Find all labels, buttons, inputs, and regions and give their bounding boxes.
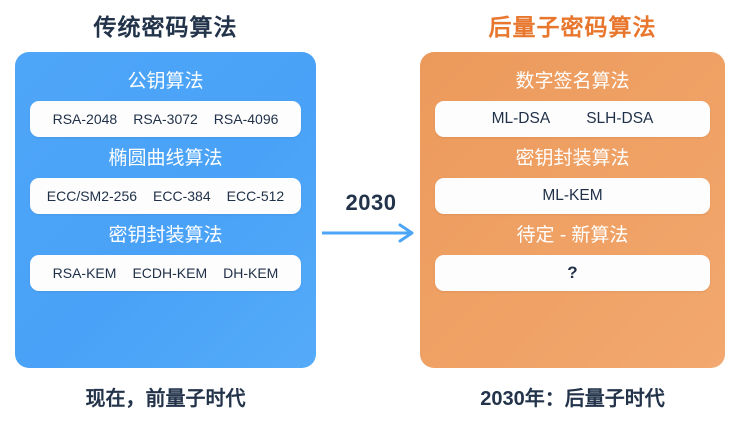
group-heading-kem-legacy: 密钥封装算法 [108,225,223,246]
group-heading-digital-signature: 数字签名算法 [515,71,630,92]
algorithm-chip: RSA-2048 [52,111,118,127]
legacy-column-title: 传统密码算法 [93,14,238,40]
legacy-algorithms-panel: 公钥算法 RSA-2048 RSA-3072 RSA-4096 椭圆曲线算法 E… [15,52,316,368]
algorithm-chip: SLH-DSA [586,110,654,127]
algorithm-chip: ML-DSA [491,110,551,127]
group-heading-elliptic-curve: 椭圆曲线算法 [108,148,223,169]
algorithm-pill-public-key: RSA-2048 RSA-3072 RSA-4096 [30,101,301,137]
algorithm-pill-kem-pqc: ML-KEM [435,178,710,214]
algorithm-chip: ECDH-KEM [132,265,208,281]
algorithm-chip: RSA-KEM [52,265,117,281]
algorithm-pill-kem-legacy: RSA-KEM ECDH-KEM DH-KEM [30,255,301,291]
arrow-right-icon [322,223,414,243]
algorithm-chip: ECC/SM2-256 [46,188,138,204]
pqc-algorithms-panel: 数字签名算法 ML-DSA SLH-DSA 密钥封装算法 ML-KEM 待定 -… [420,52,725,368]
algorithm-pill-digital-signature: ML-DSA SLH-DSA [435,101,710,137]
group-heading-kem-pqc: 密钥封装算法 [515,148,630,169]
algorithm-chip: ECC-512 [226,188,285,204]
algorithm-chip: RSA-3072 [133,111,198,127]
pqc-era-caption: 2030年：后量子时代 [480,388,665,410]
algorithm-chip: RSA-4096 [213,111,279,127]
algorithm-chip-unknown: ? [567,263,578,282]
algorithm-chip: ECC-384 [153,188,211,204]
algorithm-chip: ML-KEM [542,187,603,204]
legacy-era-caption: 现在，前量子时代 [85,388,246,410]
group-heading-public-key: 公钥算法 [127,71,204,92]
algorithm-pill-elliptic-curve: ECC/SM2-256 ECC-384 ECC-512 [30,178,301,214]
group-heading-pending-new: 待定 - 新算法 [516,225,629,246]
transition-year-label: 2030 [345,190,397,215]
pqc-column-title: 后量子密码算法 [488,14,657,40]
transition-arrow-group: 2030 [322,190,420,250]
algorithm-pill-pending-new: ? [435,255,710,291]
algorithm-chip: DH-KEM [223,265,279,281]
